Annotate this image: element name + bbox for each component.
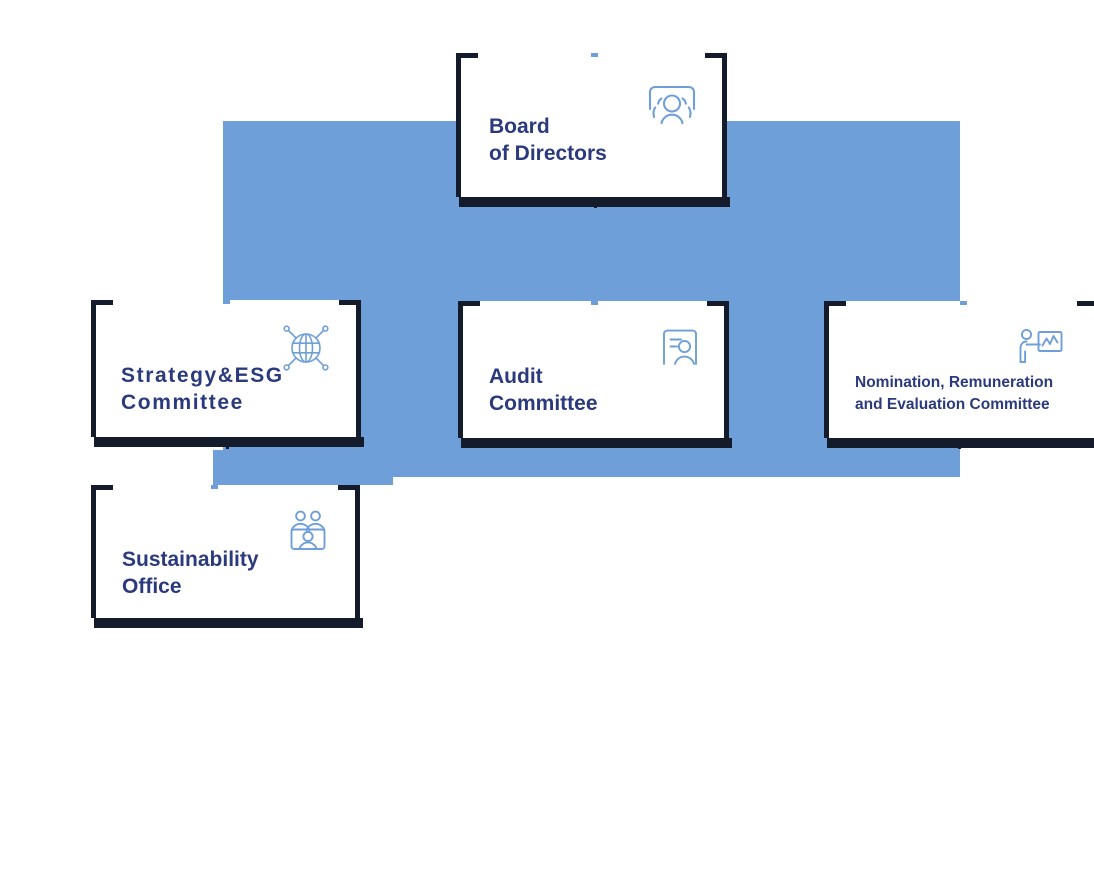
- card-border-bottom: [461, 438, 732, 448]
- card-border-stub-top-left: [824, 301, 846, 306]
- connector-notch: [960, 301, 967, 305]
- card-border-right: [355, 485, 360, 618]
- card-border-left: [458, 301, 463, 438]
- card-border-right: [356, 300, 361, 437]
- card-border-right: [724, 301, 729, 438]
- card-surface: [96, 490, 355, 618]
- card-surface: [461, 58, 722, 197]
- node-strategy-esg-committee[interactable]: Strategy&ESG Committee: [91, 300, 364, 447]
- card-border-stub-top-left: [91, 300, 113, 305]
- card-border-stub-top-right: [1077, 301, 1094, 306]
- connector-band-branch: [213, 450, 393, 485]
- card-border-bottom: [827, 438, 1094, 448]
- node-sustainability-office[interactable]: Sustainability Office: [91, 485, 363, 628]
- connector-notch: [223, 300, 230, 304]
- card-border-stub-top-right: [338, 485, 360, 490]
- card-border-right: [722, 53, 727, 197]
- node-label-audit-committee: Audit Committee: [489, 365, 598, 415]
- connector-notch: [211, 485, 218, 489]
- people-group-icon: [641, 76, 703, 143]
- connector-notch: [591, 301, 598, 305]
- node-label-board-of-directors: Board of Directors: [489, 115, 607, 165]
- card-border-stub-top-right: [707, 301, 729, 306]
- connector-notch: [591, 53, 598, 57]
- card-border-left: [91, 485, 96, 618]
- node-label-nomination-remuneration-evaluation-committee: Nomination, Remuneration and Evaluation …: [855, 374, 1054, 414]
- node-audit-committee[interactable]: Audit Committee: [458, 301, 732, 448]
- globe-network-icon: [277, 319, 335, 382]
- card-surface: [829, 306, 1094, 438]
- node-label-strategy-esg-committee: Strategy&ESG Committee: [121, 364, 284, 414]
- card-border-bottom: [94, 618, 363, 628]
- three-people-icon: [283, 507, 333, 562]
- node-nomination-remuneration-evaluation-committee[interactable]: Nomination, Remuneration and Evaluation …: [824, 301, 1094, 448]
- id-card-person-icon: [654, 321, 706, 378]
- card-border-stub-top-right: [339, 300, 361, 305]
- card-border-left: [824, 301, 829, 438]
- card-border-left: [456, 53, 461, 197]
- card-surface: [96, 305, 356, 437]
- card-border-stub-top-right: [705, 53, 727, 58]
- node-label-sustainability-office: Sustainability Office: [122, 548, 259, 598]
- node-board-of-directors[interactable]: Board of Directors: [456, 53, 730, 207]
- card-border-bottom: [94, 437, 364, 447]
- card-border-bottom: [459, 197, 730, 207]
- card-border-left: [91, 300, 96, 437]
- presenter-chart-icon: [1013, 320, 1067, 379]
- card-border-stub-top-left: [91, 485, 113, 490]
- card-border-stub-top-left: [456, 53, 478, 58]
- card-border-stub-top-left: [458, 301, 480, 306]
- card-surface: [463, 306, 724, 438]
